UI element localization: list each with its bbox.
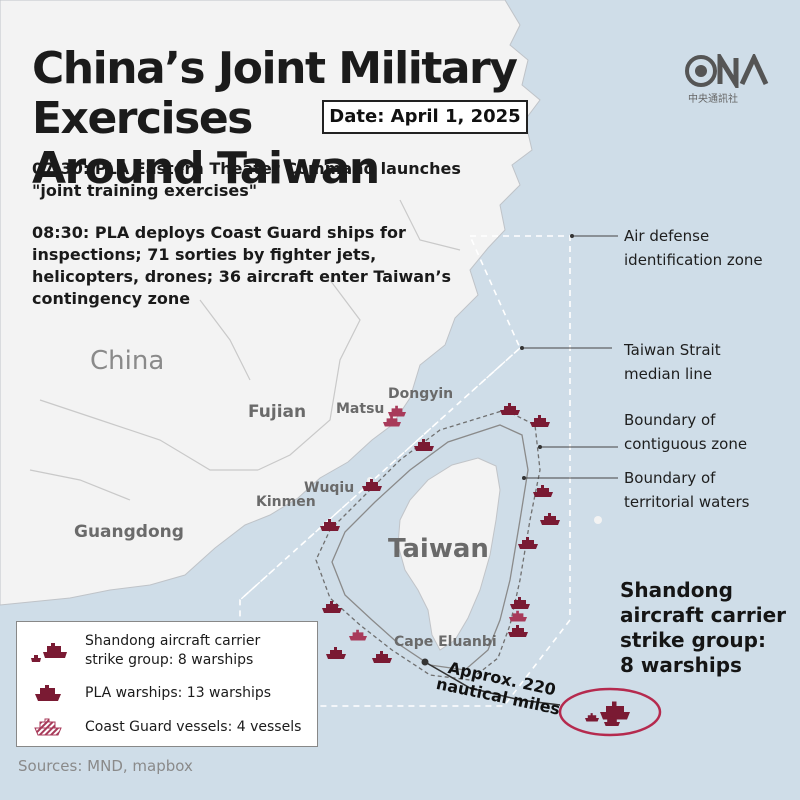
- warship-marker: [540, 513, 560, 525]
- legend-item-carrier: Shandong aircraft carrier strike group: …: [29, 632, 260, 670]
- mainland-china: [0, 0, 541, 606]
- leader-dot: [538, 445, 542, 449]
- place-guangdong: Guangdong: [74, 522, 184, 542]
- island: [594, 516, 602, 524]
- place-china: China: [90, 346, 165, 376]
- territorial-waters-label: Boundary of territorial waters: [624, 469, 750, 511]
- page-title: China’s Joint Military Exercises Around …: [32, 44, 612, 194]
- carrier-marker: [600, 701, 630, 720]
- province-borders: [29, 199, 461, 501]
- annotation-leaders: [522, 235, 618, 479]
- warship-marker: [510, 597, 530, 609]
- ship-markers: [320, 403, 630, 726]
- event-2: 08:30: PLA deploys Coast Guard ships for…: [32, 223, 452, 308]
- place-wuqiu: Wuqiu: [304, 480, 355, 496]
- warship-marker: [530, 415, 550, 427]
- warship-marker: [322, 601, 342, 613]
- distance-line: [424, 661, 561, 706]
- warship-marker: [326, 647, 346, 659]
- median-line-label: Taiwan Strait median line: [624, 341, 721, 383]
- place-fujian: Fujian: [248, 402, 307, 422]
- warship-marker: [500, 403, 520, 415]
- warship-marker: [362, 479, 382, 491]
- adiz-label: Air defense identification zone: [624, 227, 763, 269]
- median-line: [239, 347, 521, 601]
- coast-guard-icon: [34, 718, 62, 736]
- cape-marker: [421, 658, 429, 666]
- carrier-group-ellipse: [558, 687, 662, 737]
- carrier-escort-marker: [585, 713, 599, 722]
- cna-logo: [684, 49, 774, 93]
- leader-dot: [520, 346, 524, 350]
- cna-logo-icon: [685, 49, 769, 93]
- warship-marker: [533, 485, 553, 497]
- taiwan-island: [397, 457, 501, 651]
- place-dongyin: Dongyin: [388, 386, 454, 402]
- legend: Shandong aircraft carrier strike group: …: [16, 621, 318, 747]
- contiguous-zone-label: Boundary of contiguous zone: [624, 411, 748, 453]
- source-note: Sources: MND, mapbox: [18, 757, 193, 775]
- legend-item-coast-guard: Coast Guard vessels: 4 vessels: [29, 716, 301, 738]
- contiguous-zone-boundary: [315, 409, 541, 681]
- coast-guard-marker: [349, 629, 367, 641]
- coast-guard-marker: [388, 405, 406, 417]
- place-kinmen: Kinmen: [256, 494, 316, 510]
- event-1: 07:30: PLA Eastern Theater Command launc…: [32, 159, 461, 200]
- carrier-group-icon: [31, 643, 67, 662]
- place-taiwan: Taiwan: [388, 534, 489, 564]
- warship-marker: [414, 439, 434, 451]
- warship-marker: [320, 519, 340, 531]
- carrier-group-label: Shandong aircraft carrier strike group: …: [620, 578, 787, 677]
- legend-item-warship: PLA warships: 13 warships: [29, 682, 271, 704]
- coast-guard-marker: [383, 415, 401, 427]
- leader-dot: [570, 234, 574, 238]
- warship-marker: [372, 651, 392, 663]
- leader-dot: [522, 476, 526, 480]
- title-line-2: Around Taiwan: [32, 143, 380, 194]
- title-line-1: China’s Joint Military Exercises: [32, 43, 518, 144]
- warship-icon: [35, 685, 61, 701]
- coast-guard-marker: [509, 610, 527, 622]
- place-matsu: Matsu: [336, 401, 385, 417]
- place-cape-eluanbi: Cape Eluanbi: [394, 634, 497, 650]
- date-box: Date: April 1, 2025: [322, 100, 528, 134]
- warship-marker: [518, 537, 538, 549]
- territorial-waters-boundary: [331, 424, 529, 671]
- warship-marker: [508, 625, 528, 637]
- cna-logo-text: 中央通訊社: [688, 94, 738, 105]
- carrier-escort-marker: [604, 716, 620, 726]
